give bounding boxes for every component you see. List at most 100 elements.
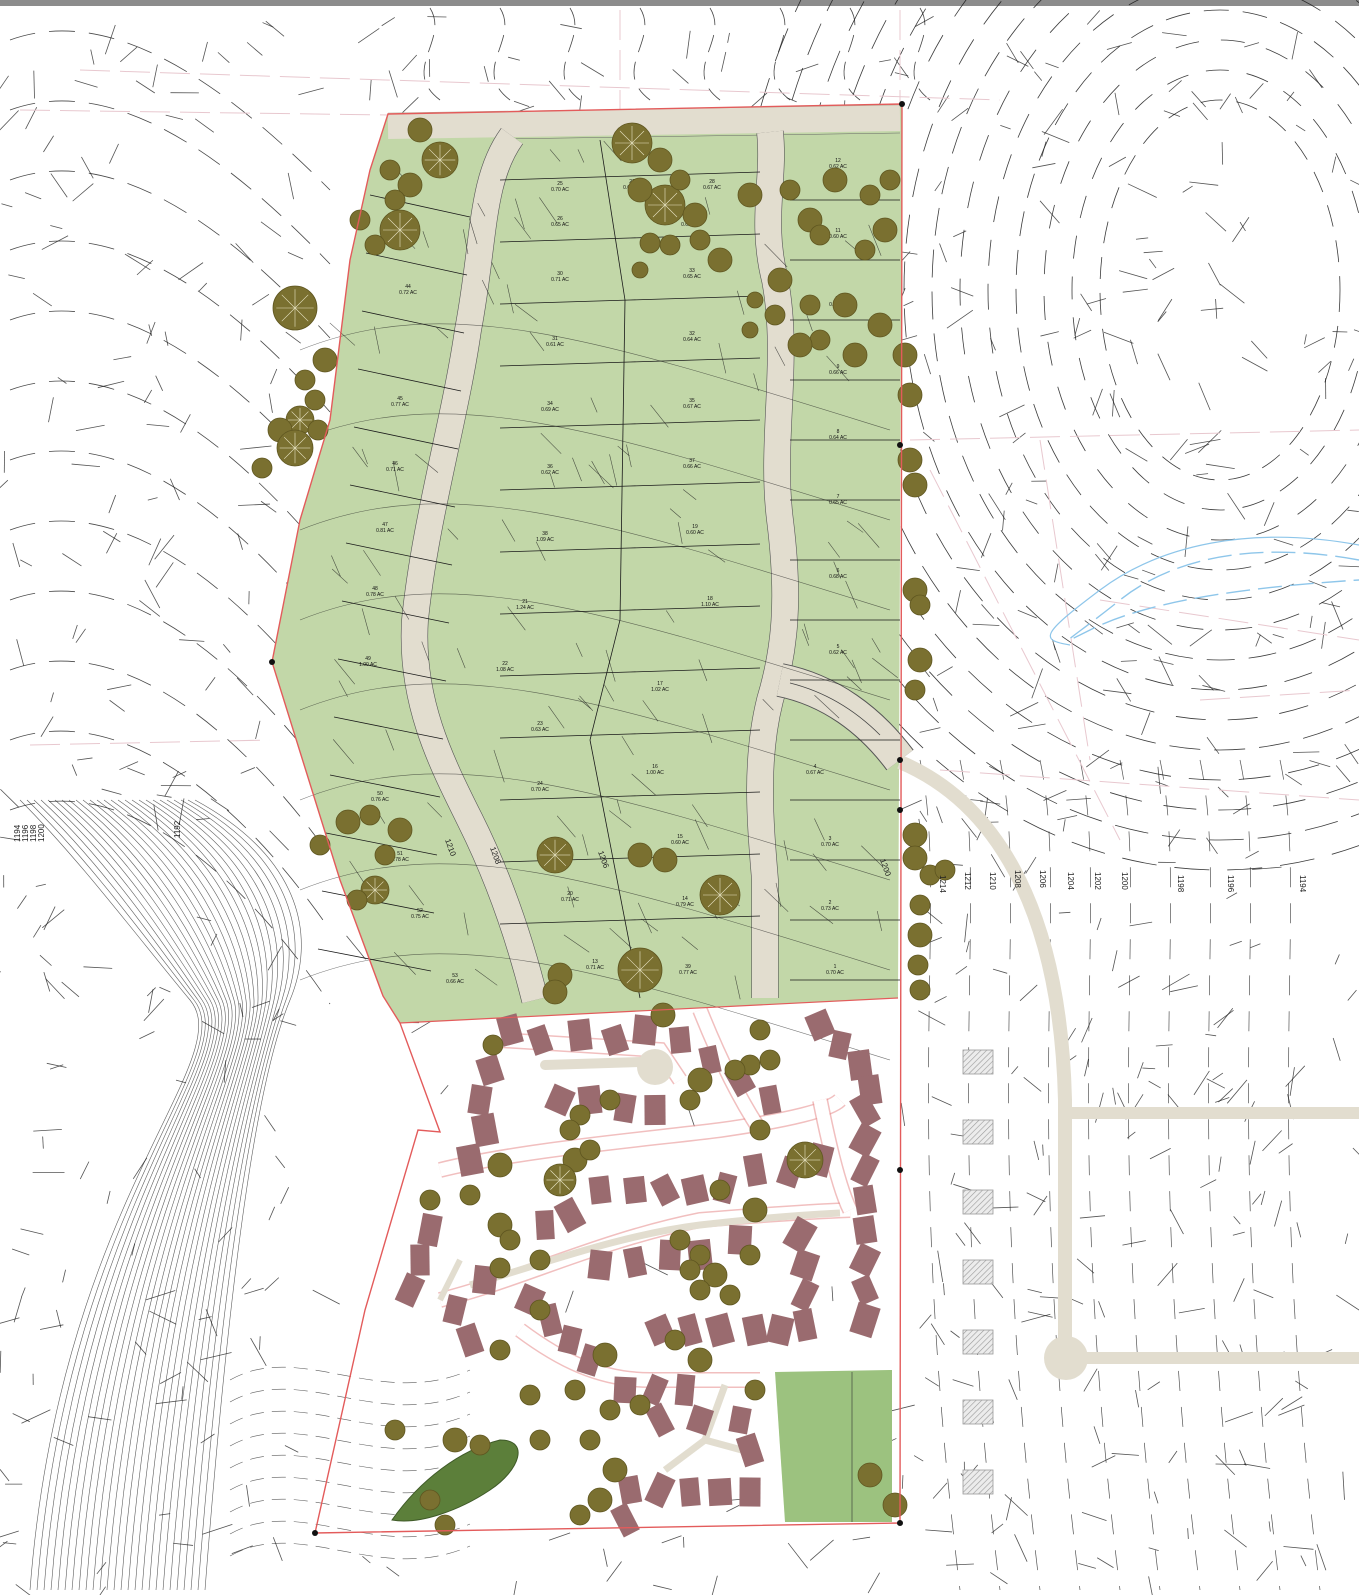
tree-crown xyxy=(934,859,956,881)
contour-dash xyxy=(198,282,208,292)
lot-hatch xyxy=(481,279,495,305)
contour-dash xyxy=(56,1309,62,1328)
contour-label: 1200 xyxy=(1120,872,1129,890)
contour-dash xyxy=(0,75,9,90)
contour-dash xyxy=(1205,463,1235,470)
contour-dash xyxy=(39,954,52,966)
parcel-line xyxy=(939,769,1359,801)
contour-dash xyxy=(867,1572,881,1594)
contour-dash xyxy=(1239,1449,1247,1466)
tree-crown xyxy=(579,1139,601,1161)
contour-dash xyxy=(1268,1521,1271,1532)
tree xyxy=(679,1089,701,1111)
house xyxy=(782,1215,818,1255)
tree-branch xyxy=(291,411,301,421)
contour-dash xyxy=(1304,334,1307,345)
contour-dash xyxy=(1109,393,1121,418)
tree-branch xyxy=(626,969,641,984)
tree-crown xyxy=(469,1434,491,1456)
lot-hatch xyxy=(677,522,683,544)
tree-crown xyxy=(907,954,929,976)
contour-dash xyxy=(1125,448,1148,462)
contour-dash xyxy=(48,397,54,423)
contour-dash xyxy=(1309,615,1313,629)
contour-dash xyxy=(955,966,968,975)
lot-number: 39 xyxy=(685,964,691,970)
house xyxy=(455,1322,485,1358)
tree-crown xyxy=(799,294,821,316)
contour-dash xyxy=(186,1361,209,1383)
lot-number: 26 xyxy=(557,216,563,222)
contour-dash xyxy=(1252,866,1282,870)
tree xyxy=(857,1462,883,1488)
lot-hatch xyxy=(422,231,429,248)
contour-dash xyxy=(1251,340,1268,359)
lot-area: 1.00 AC xyxy=(646,770,664,776)
contour-dash xyxy=(147,497,158,501)
contour-dash xyxy=(1043,790,1067,801)
tree-crown xyxy=(442,1427,468,1453)
tree-crown xyxy=(482,1034,504,1056)
contour-dash xyxy=(241,1278,252,1289)
contour-dash xyxy=(1155,1044,1173,1047)
lot-hatch xyxy=(463,229,469,255)
lot-line xyxy=(357,368,462,392)
contour-dash xyxy=(1053,644,1061,663)
contour-line xyxy=(763,0,1359,841)
contour-dash xyxy=(0,1540,8,1548)
tree xyxy=(882,1492,908,1518)
contour-dash xyxy=(950,1172,956,1185)
contour-dash xyxy=(1,203,13,208)
lot-line xyxy=(629,419,761,425)
lot-hatch xyxy=(540,432,562,454)
lot-hatch xyxy=(605,649,616,682)
house xyxy=(792,1307,818,1343)
tree xyxy=(689,229,711,251)
contour-dash xyxy=(1249,83,1264,99)
contour-dash xyxy=(96,1562,107,1575)
contour-dash xyxy=(113,356,132,361)
contour-dash xyxy=(1219,93,1231,110)
parcel-line xyxy=(1099,599,1359,641)
contour-dash xyxy=(507,56,520,61)
lot-hatch xyxy=(514,303,538,322)
contour-dash xyxy=(1092,388,1103,416)
trail-circle xyxy=(637,1049,673,1085)
contour-dash xyxy=(41,909,65,929)
contour-dash xyxy=(988,493,1006,520)
contour-dash xyxy=(8,274,25,280)
contour-dash xyxy=(1234,96,1243,114)
tree-crown xyxy=(854,239,876,261)
tree-crown xyxy=(564,1379,586,1401)
tree-crown xyxy=(842,342,868,368)
contour-dash xyxy=(1348,358,1355,371)
lot-number: 48 xyxy=(372,586,378,592)
contour-dash xyxy=(153,804,159,831)
tree-crown xyxy=(294,369,316,391)
contour-dash xyxy=(1338,565,1359,568)
contour-dash xyxy=(12,1413,30,1423)
contour-dash xyxy=(1239,221,1246,232)
lot-hatch xyxy=(762,699,774,711)
tree xyxy=(897,382,923,408)
tree-branch xyxy=(283,447,296,460)
parcel-lines xyxy=(19,10,1359,841)
contour-dash xyxy=(270,368,278,385)
boundary-marker xyxy=(897,442,903,448)
contour-dash xyxy=(1011,1066,1019,1075)
tree-crown xyxy=(639,232,661,254)
lot-hatch xyxy=(392,460,400,492)
tree-crown xyxy=(304,389,326,411)
house xyxy=(850,1152,880,1188)
contour-dash xyxy=(1096,543,1112,560)
contour-line xyxy=(1099,99,1341,481)
contour-label: 1210 xyxy=(988,872,997,890)
lot-line xyxy=(629,915,761,921)
tree-crown xyxy=(719,1284,741,1306)
contour-dash xyxy=(672,69,689,84)
lot-area: 0.64 AC xyxy=(683,337,701,343)
contour-dash xyxy=(0,1317,20,1324)
lot-area: 0.66 AC xyxy=(683,464,701,470)
contour-dash xyxy=(1215,1454,1236,1476)
contour-line xyxy=(26,799,203,1591)
